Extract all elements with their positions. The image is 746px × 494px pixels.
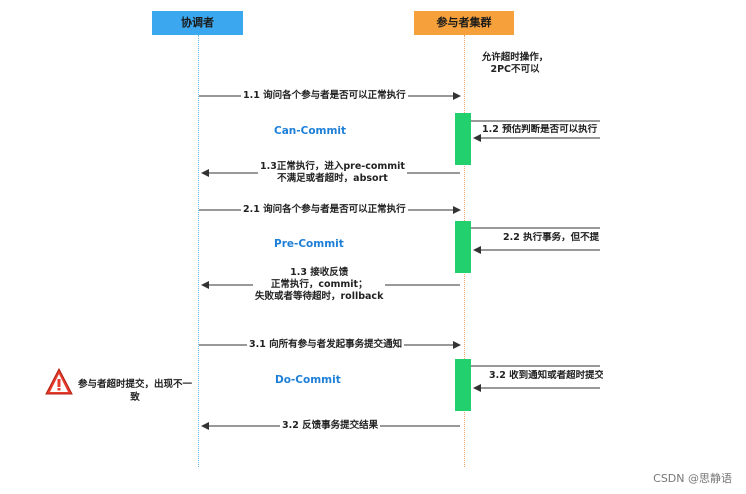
activation-bar-3 bbox=[455, 359, 471, 411]
label-1-3-feedback-line-2: 正常执行，commit； bbox=[270, 279, 368, 290]
label-3-1: 3.1 向所有参与者发起事务提交通知 bbox=[247, 339, 405, 351]
label-1-1: 1.1 询问各个参与者是否可以正常执行 bbox=[241, 90, 408, 102]
label-1-3-feedback: 1.3 接收反馈 正常执行，commit； 失败或者等待超时，rollback bbox=[253, 267, 386, 303]
note-line-1: 允许超时操作， bbox=[481, 52, 549, 63]
note-timeout: 允许超时操作， 2PC不可以 bbox=[470, 52, 560, 76]
warning-text: 参与者超时提交，出现不一致 bbox=[77, 379, 192, 403]
coordinator-header: 协调者 bbox=[152, 11, 243, 35]
arrow-1-2 bbox=[471, 120, 600, 138]
label-2-2: 2.2 执行事务，但不提 bbox=[503, 232, 600, 243]
label-1-3-line-2: 不满足或者超时，absort bbox=[277, 173, 388, 184]
label-3-2-result: 3.2 反馈事务提交结果 bbox=[280, 420, 381, 432]
watermark: CSDN @思静语 bbox=[653, 472, 732, 485]
label-1-3-feedback-line-1: 1.3 接收反馈 bbox=[290, 267, 349, 278]
arrow-2-2 bbox=[471, 227, 600, 250]
note-line-2: 2PC不可以 bbox=[490, 64, 540, 75]
phase-can-commit: Can-Commit bbox=[274, 125, 347, 137]
label-2-1: 2.1 询问各个参与者是否可以正常执行 bbox=[241, 204, 408, 216]
phase-do-commit: Do-Commit bbox=[275, 374, 341, 386]
phase-pre-commit: Pre-Commit bbox=[274, 238, 344, 250]
coordinator-lifeline bbox=[198, 35, 199, 467]
participants-header: 参与者集群 bbox=[414, 11, 514, 35]
warning-icon bbox=[45, 367, 73, 395]
activation-bar-1 bbox=[455, 113, 471, 165]
label-1-2: 1.2 预估判断是否可以执行 bbox=[482, 124, 598, 135]
label-3-2: 3.2 收到通知或者超时提交 bbox=[489, 370, 603, 381]
label-1-3-line-1: 1.3正常执行，进入pre-commit bbox=[260, 161, 405, 172]
label-1-3-feedback-line-3: 失败或者等待超时，rollback bbox=[255, 291, 384, 302]
label-1-3: 1.3正常执行，进入pre-commit 不满足或者超时，absort bbox=[258, 161, 407, 185]
arrow-3-2 bbox=[471, 365, 600, 388]
activation-bar-2 bbox=[455, 221, 471, 273]
